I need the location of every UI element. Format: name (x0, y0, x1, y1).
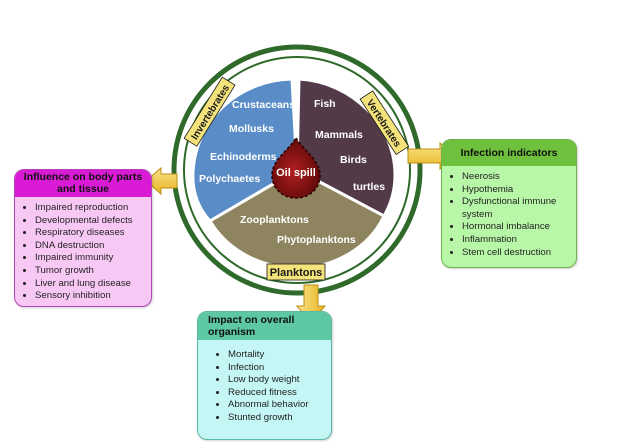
impact-title: Impact on overall organism (198, 312, 331, 340)
influence-title: Influence on body parts and tissue (15, 170, 151, 197)
item-turtles: turtles (353, 181, 385, 193)
list-item: Abnormal behavior (228, 399, 331, 412)
list-item: Reduced fitness (228, 387, 331, 400)
influence-list: Impaired reproduction Developmental defe… (15, 197, 151, 303)
list-item: Hormonal imbalance (462, 221, 576, 234)
item-birds: Birds (340, 154, 367, 166)
list-item: Liver and lung disease (35, 278, 151, 291)
list-item: Inflammation (462, 234, 576, 247)
influence-box: Influence on body parts and tissue Impai… (14, 169, 152, 307)
item-polychaetes: Polychaetes (199, 173, 260, 185)
sector-invertebrates (191, 77, 299, 223)
list-item: Low body weight (228, 374, 331, 387)
infection-list: Neerosis Hypothemia Dysfunctional immune… (442, 166, 576, 259)
list-item: Stunted growth (228, 412, 331, 425)
item-mollusks: Mollusks (229, 123, 274, 135)
list-item: Mortality (228, 349, 331, 362)
list-item: Impaired reproduction (35, 202, 151, 215)
list-item: Developmental defects (35, 215, 151, 228)
item-mammals: Mammals (315, 129, 363, 141)
item-fish: Fish (314, 98, 336, 110)
arrow-left-icon (145, 166, 178, 196)
item-echinoderms: Echinoderms (210, 151, 277, 163)
list-item: Dysfunctional immune system (462, 196, 576, 221)
list-item: Respiratory diseases (35, 227, 151, 240)
list-item: Infection (228, 362, 331, 375)
item-crustaceans: Crustaceans (232, 99, 295, 111)
item-phytoplanktons: Phytoplanktons (277, 234, 356, 246)
oil-drop-icon (271, 136, 321, 199)
list-item: Sensory inhibition (35, 290, 151, 303)
item-zooplanktons: Zooplanktons (240, 214, 309, 226)
list-item: Neerosis (462, 171, 576, 184)
list-item: Impaired immunity (35, 252, 151, 265)
label-planktons: Planktons (266, 263, 326, 281)
svg-text:Planktons: Planktons (270, 267, 323, 279)
list-item: Tumor growth (35, 265, 151, 278)
impact-list: Mortality Infection Low body weight Redu… (198, 340, 331, 425)
impact-box: Impact on overall organism Mortality Inf… (197, 311, 332, 440)
list-item: Hypothemia (462, 184, 576, 197)
list-item: DNA destruction (35, 240, 151, 253)
infection-title: Infection indicators (442, 140, 576, 166)
infection-box: Infection indicators Neerosis Hypothemia… (441, 139, 577, 268)
list-item: Stem cell destruction (462, 247, 576, 260)
center-label: Oil spill (276, 167, 316, 179)
